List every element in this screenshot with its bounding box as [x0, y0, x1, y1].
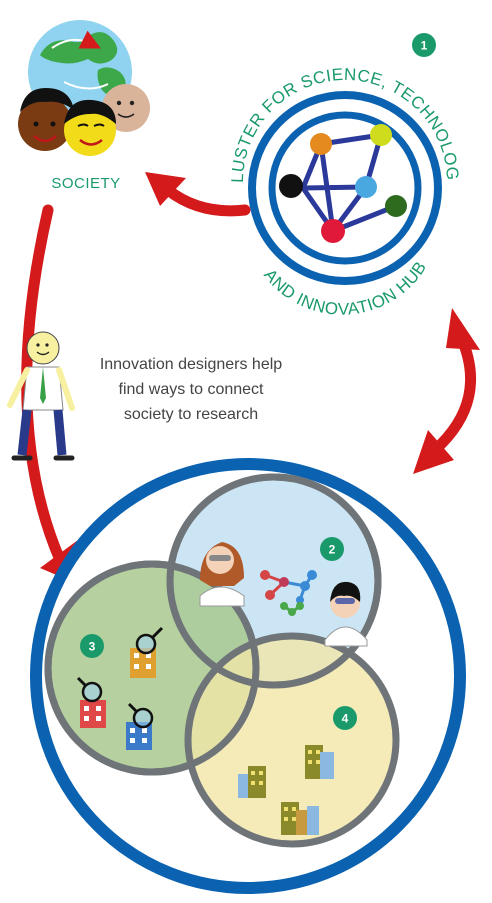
buildings-icon: [238, 766, 266, 798]
researcher-icon: [324, 581, 368, 647]
hair-shape: [64, 99, 116, 124]
node-icon: [310, 133, 332, 155]
buildings-icon: [305, 745, 334, 779]
innovation-designer-figure: [7, 331, 75, 461]
hub-badge-label: 1: [421, 39, 428, 53]
designer-caption-line1: Innovation designers help: [100, 356, 282, 373]
building-search-icon: [130, 626, 164, 678]
arrow-hub-venn-bidirectional: [413, 308, 480, 474]
hub-badge: [412, 33, 436, 57]
research-badge: [320, 537, 344, 561]
node-icon: [385, 195, 407, 217]
industry-badge-label: 4: [342, 712, 349, 726]
innovation-badge-label: 3: [89, 640, 96, 654]
node-icon: [279, 174, 303, 198]
globe-arrow: [51, 30, 101, 49]
industry-badge: [333, 706, 357, 730]
research-badge-label: 2: [329, 543, 336, 557]
molecule-icon: [260, 570, 317, 616]
buildings-icon: [281, 802, 319, 835]
node-icon: [321, 219, 345, 243]
building-search-icon: [76, 676, 106, 728]
hair-shape: [20, 88, 74, 112]
face-icon: [26, 331, 60, 365]
building-search-icon: [126, 702, 154, 750]
globe-arrow: [63, 81, 109, 90]
node-icon: [355, 176, 377, 198]
innovation-badge: [80, 634, 104, 658]
node-icon: [370, 124, 392, 146]
society-label: SOCIETY: [51, 175, 120, 192]
designer-caption-line2: find ways to connect: [119, 381, 265, 398]
face-icon: [64, 104, 116, 156]
designer-caption-line3: society to research: [124, 406, 258, 423]
society-illustration: [18, 20, 150, 156]
arrow-hub-to-society: [145, 172, 251, 217]
face-icon: [18, 97, 72, 151]
researcher-icon: [199, 542, 245, 607]
